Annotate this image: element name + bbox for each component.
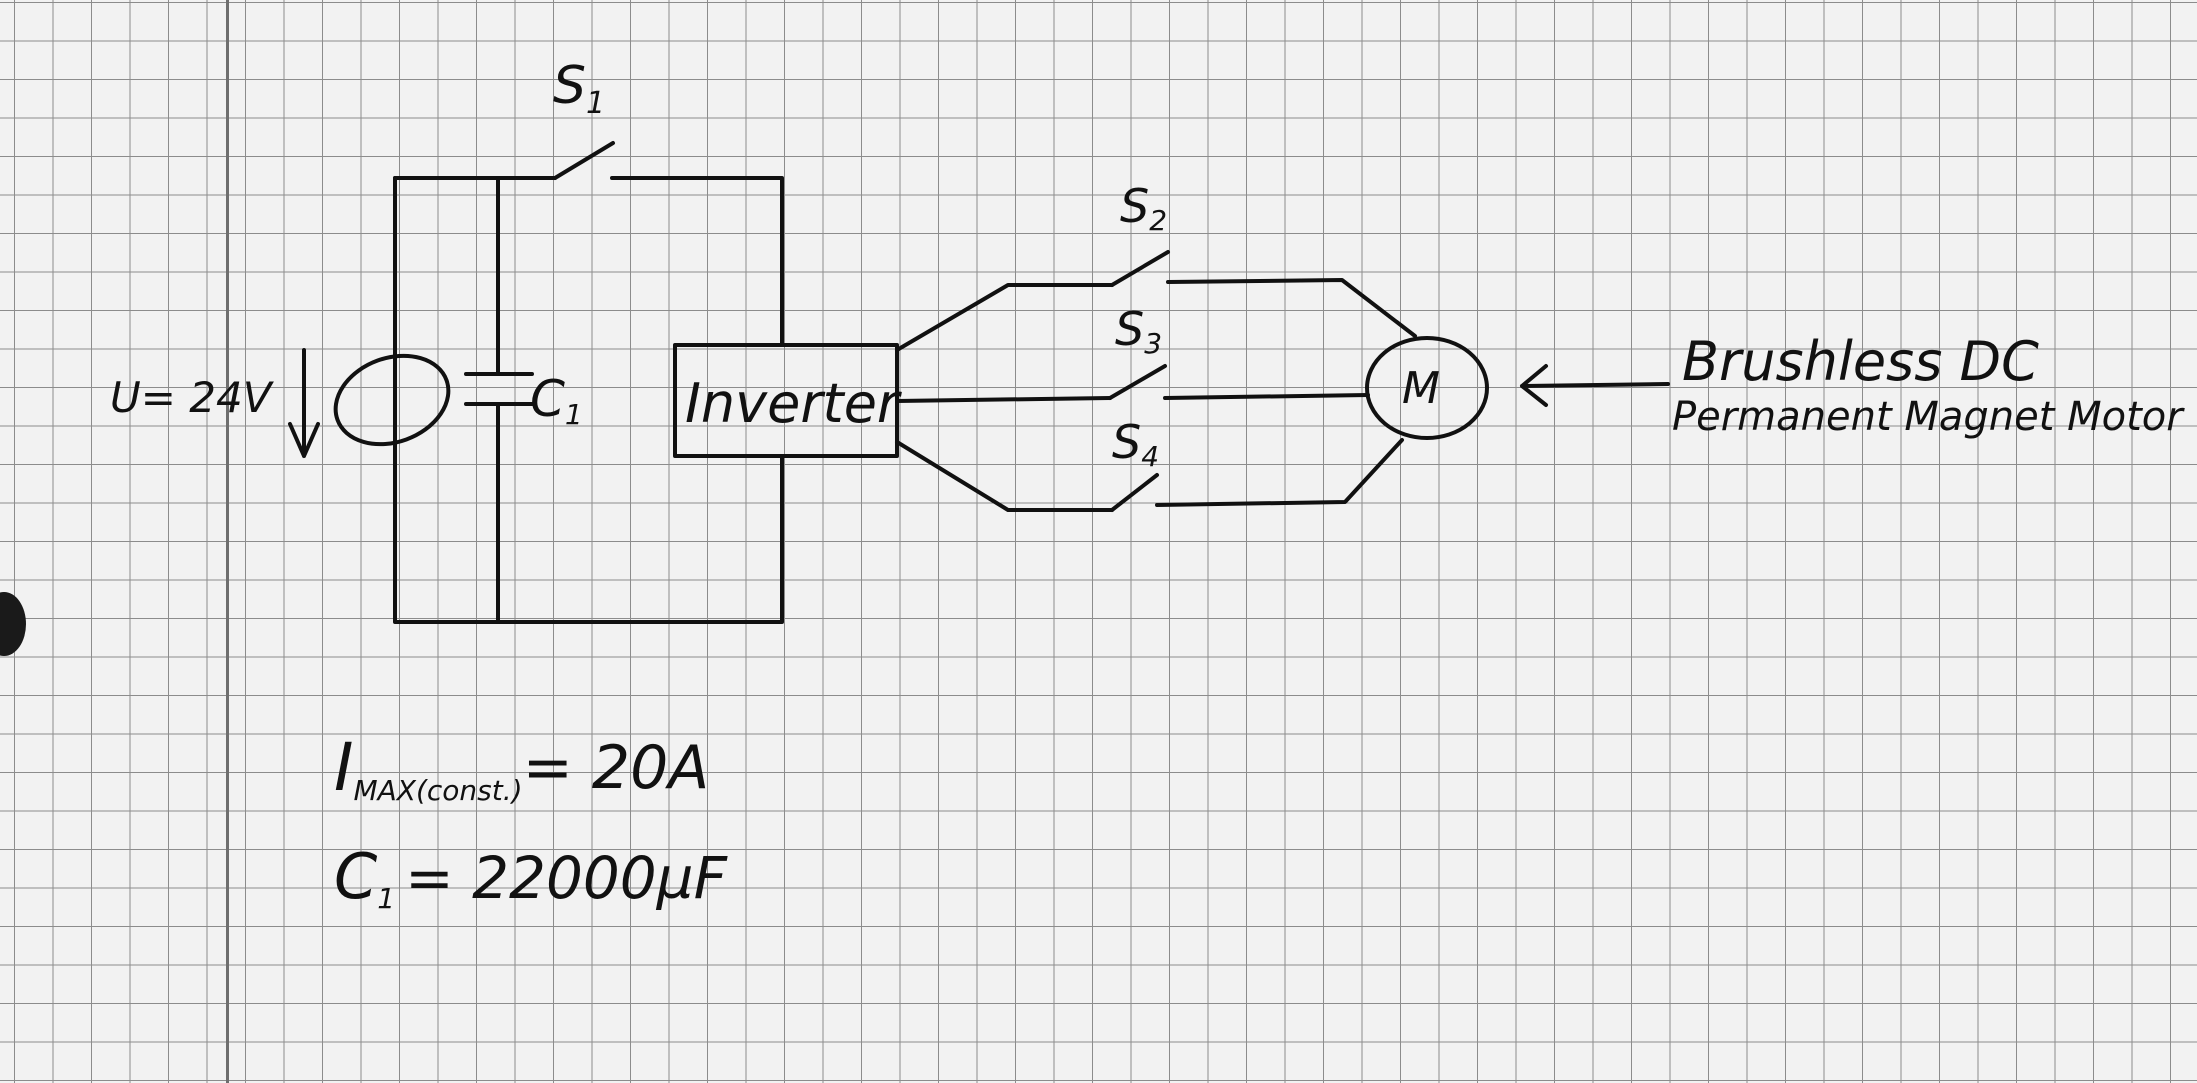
label-inverter: Inverter: [685, 372, 902, 435]
label-capacitor: C1: [530, 370, 583, 431]
wire-phase-mid: [895, 396, 1112, 403]
wire-left-loop: [393, 176, 784, 624]
label-voltage: U= 24V: [110, 373, 275, 422]
label-motor-desc-line2: Permanent Magnet Motor: [1672, 394, 2185, 440]
label-s3: S3: [1115, 302, 1162, 360]
wire-top-right: [610, 176, 784, 347]
wire-phase-top-motor: [1166, 278, 1417, 338]
switch-s3-blade: [1108, 364, 1167, 400]
switch-s1-blade: [553, 141, 615, 180]
voltage-arrow: [288, 348, 320, 458]
wire-phase-bottom-motor: [1155, 438, 1404, 507]
switch-s2-blade: [1110, 250, 1170, 287]
switch-s4-blade: [1110, 473, 1159, 512]
motor-symbol: [1365, 336, 1489, 440]
label-current-spec: IMAX(const.)= 20A: [334, 729, 709, 807]
motor-description-arrow: [1520, 364, 1670, 407]
label-s4: S4: [1112, 415, 1159, 473]
label-motor: M: [1402, 363, 1440, 414]
label-capacitance-spec: C1= 22000µF: [334, 840, 729, 915]
label-s1: S1: [553, 56, 605, 121]
margin-line: [226, 0, 229, 1083]
voltage-source-symbol: [333, 353, 451, 447]
label-s2: S2: [1120, 179, 1167, 237]
wire-phase-mid-motor: [1163, 393, 1370, 400]
wire-phase-bottom: [895, 440, 1114, 512]
label-motor-desc-line1: Brushless DC: [1682, 330, 2039, 393]
wire-phase-top: [895, 283, 1114, 352]
